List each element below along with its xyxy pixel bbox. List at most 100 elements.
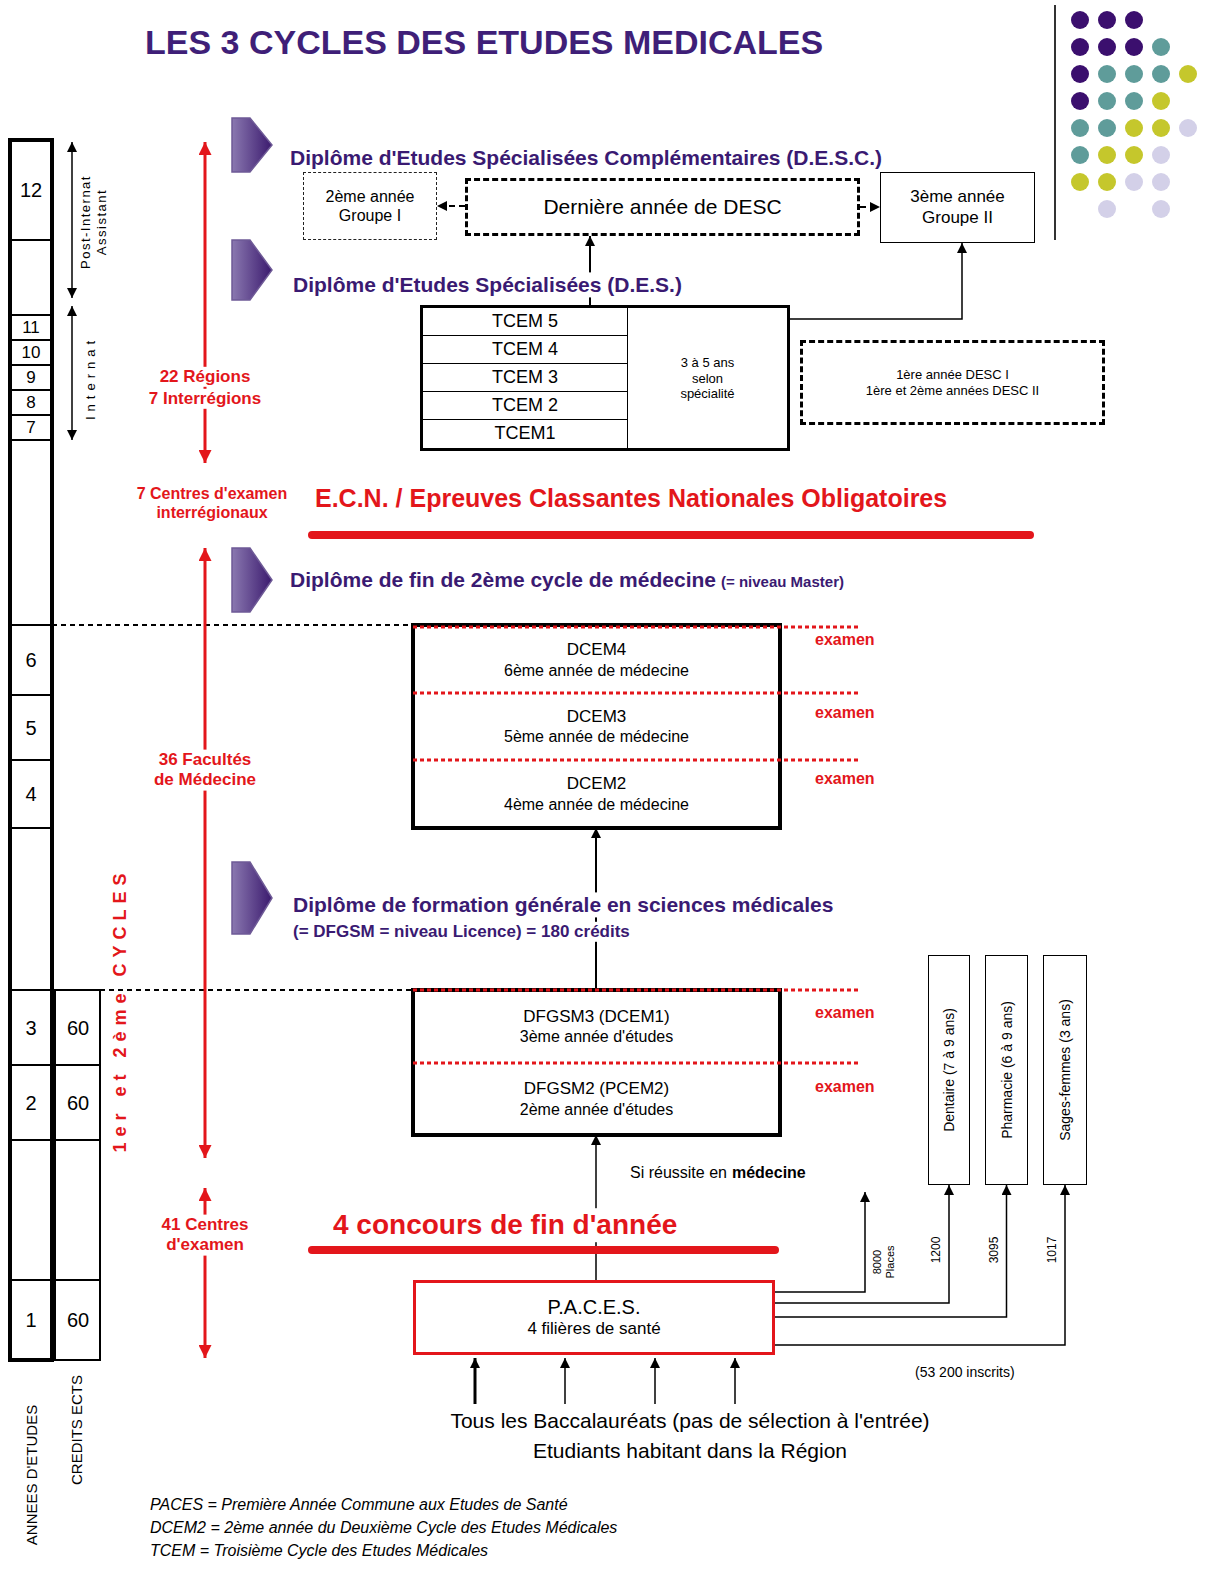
exam-heading: E.C.N. / Epreuves Classantes Nationales … bbox=[315, 483, 947, 513]
diploma-arrow bbox=[232, 240, 272, 300]
year-number: 4 bbox=[25, 782, 36, 806]
decoration-dots bbox=[1098, 173, 1116, 191]
years-column bbox=[10, 624, 52, 626]
box-text: 1ère et 2ème années DESC II bbox=[866, 383, 1039, 399]
years-column bbox=[10, 439, 52, 441]
years-column bbox=[10, 827, 52, 829]
years-column bbox=[10, 389, 52, 391]
footnote: PACES = Première Année Commune aux Etude… bbox=[150, 1495, 568, 1514]
decoration-dots bbox=[1179, 65, 1197, 83]
box-text: DCEM3 bbox=[567, 707, 627, 727]
period-arrow bbox=[71, 142, 73, 298]
years-column bbox=[10, 1064, 52, 1066]
diploma-heading: Diplôme de formation générale en science… bbox=[290, 892, 836, 917]
box-text: 2ème année d'études bbox=[520, 1100, 673, 1119]
years-column bbox=[10, 314, 52, 316]
decoration-dots bbox=[1125, 173, 1143, 191]
box-text: 6ème année de médecine bbox=[504, 661, 689, 680]
year-number: 11 bbox=[22, 318, 40, 338]
exam-bar bbox=[312, 531, 1030, 539]
entry-arrow bbox=[475, 1358, 735, 1404]
year-number: 6 bbox=[25, 648, 36, 672]
years-column bbox=[10, 239, 52, 241]
entry-note: Etudiants habitant dans la Région bbox=[533, 1438, 847, 1463]
years-column bbox=[10, 140, 52, 1360]
flow-count: 1200 bbox=[929, 1237, 943, 1264]
year-box: DCEM35ème année de médecine bbox=[413, 693, 780, 760]
exam-center-label: 41 Centres d'examen bbox=[146, 1215, 264, 1256]
connector bbox=[775, 1185, 949, 1303]
box-text: 4ème année de médecine bbox=[504, 795, 689, 814]
year-cell: TCEM1 bbox=[423, 420, 628, 448]
box-text: DFGSM2 (PCEM2) bbox=[524, 1079, 669, 1099]
credit-number: 60 bbox=[67, 1091, 89, 1115]
box-text: 2ème année Groupe I bbox=[310, 187, 430, 225]
credits-column bbox=[55, 1279, 100, 1281]
box-text: 1ère année DESC I bbox=[896, 367, 1009, 383]
exam-label: examen bbox=[815, 1077, 875, 1096]
diploma-heading: Diplôme d'Etudes Spécialisées (D.E.S.) bbox=[290, 272, 685, 297]
decoration-dots bbox=[1071, 146, 1089, 164]
entry-arrow bbox=[734, 1358, 736, 1404]
year-number: 10 bbox=[22, 343, 41, 363]
footnote: TCEM = Troisième Cycle des Etudes Médica… bbox=[150, 1541, 488, 1560]
enrolment-count: (53 200 inscrits) bbox=[915, 1364, 1015, 1381]
block-frame bbox=[413, 625, 780, 1135]
years-column bbox=[10, 339, 52, 341]
box-text: TCEM 3 bbox=[492, 367, 558, 389]
exam-bar bbox=[312, 1246, 775, 1254]
places-arrow bbox=[775, 1192, 865, 1292]
decoration-dots bbox=[1125, 146, 1143, 164]
decoration-dots bbox=[1098, 146, 1116, 164]
box-text: DCEM2 bbox=[567, 774, 627, 794]
decoration-dots bbox=[1055, 5, 1197, 240]
decoration-dots bbox=[1098, 200, 1116, 218]
connector bbox=[775, 1185, 1065, 1345]
year-cell: TCEM 4 bbox=[423, 336, 628, 364]
box-text: Pharmacie (6 à 9 ans) bbox=[998, 1001, 1015, 1139]
range-arrow bbox=[204, 142, 207, 463]
diploma-heading: Diplôme de fin de 2ème cycle de médecine bbox=[290, 567, 716, 592]
decoration-dots bbox=[1125, 65, 1143, 83]
year-box: DCEM46ème année de médecine bbox=[413, 627, 780, 693]
region-count: 7 Interrégions bbox=[146, 389, 264, 409]
flow-count: 1017 bbox=[1045, 1237, 1059, 1264]
years-column bbox=[10, 414, 52, 416]
range-arrow bbox=[204, 548, 207, 1158]
diploma-arrow bbox=[232, 862, 272, 934]
decoration-dots bbox=[1125, 11, 1143, 29]
cycle-label: 1er et 2ème CYCLES bbox=[110, 867, 132, 1152]
box-text: Dentaire (7 à 9 ans) bbox=[941, 1008, 958, 1132]
exam-line bbox=[413, 626, 860, 629]
years-column bbox=[10, 1139, 52, 1141]
connector bbox=[860, 206, 880, 208]
decoration-dots bbox=[1071, 38, 1089, 56]
condition-label: Si réussite en bbox=[630, 1163, 727, 1182]
connector bbox=[775, 1185, 1007, 1317]
faculty-count: 36 Facultés de Médecine bbox=[146, 750, 264, 791]
box-text: TCEM 2 bbox=[492, 395, 558, 417]
entry-arrow bbox=[654, 1358, 656, 1404]
year-cell: TCEM 2 bbox=[423, 392, 628, 420]
period-label: Internat bbox=[83, 336, 99, 420]
decoration-dots bbox=[1152, 92, 1170, 110]
exam-label: examen bbox=[815, 1003, 875, 1022]
footnote: DCEM2 = 2ème année du Deuxième Cycle des… bbox=[150, 1518, 617, 1537]
diploma-heading: Diplôme d'Etudes Spécialisées Complément… bbox=[290, 145, 882, 170]
years-column bbox=[10, 364, 52, 366]
exam-line bbox=[413, 989, 860, 992]
box-text: DFGSM3 (DCEM1) bbox=[523, 1007, 669, 1027]
decoration-dots bbox=[1071, 119, 1089, 137]
box-text: 4 filières de santé bbox=[527, 1319, 660, 1339]
years-column bbox=[10, 759, 52, 761]
box-text: TCEM1 bbox=[494, 423, 555, 445]
decoration-dots bbox=[1098, 38, 1116, 56]
decoration-dots bbox=[1071, 11, 1089, 29]
entry-arrow bbox=[474, 1358, 477, 1404]
decoration-dots bbox=[1125, 119, 1143, 137]
paces-box: P.A.C.E.S.4 filières de santé bbox=[413, 1280, 775, 1355]
year-number: 8 bbox=[26, 393, 35, 413]
credits-column bbox=[55, 990, 100, 1360]
decoration-dots bbox=[1071, 92, 1089, 110]
option-box: 2ème année Groupe I bbox=[303, 172, 437, 240]
